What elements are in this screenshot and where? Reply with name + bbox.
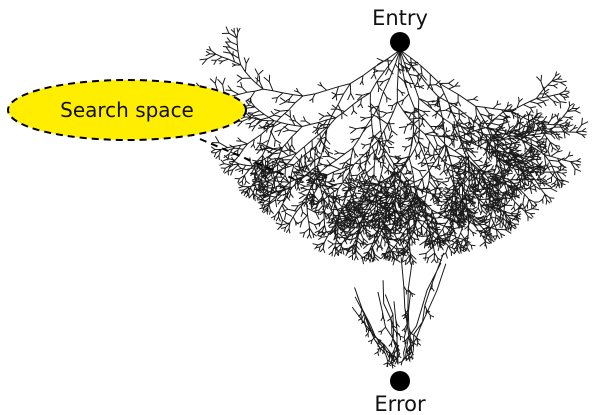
entry-label: Entry	[372, 6, 428, 30]
search-space-label: Search space	[60, 98, 194, 122]
callout-connector	[199, 138, 295, 180]
error-node	[390, 371, 410, 391]
search-tree	[191, 26, 589, 369]
entry-node	[390, 32, 410, 52]
tree-branches	[191, 26, 589, 369]
error-label: Error	[374, 392, 426, 415]
search-space-callout	[7, 79, 247, 141]
